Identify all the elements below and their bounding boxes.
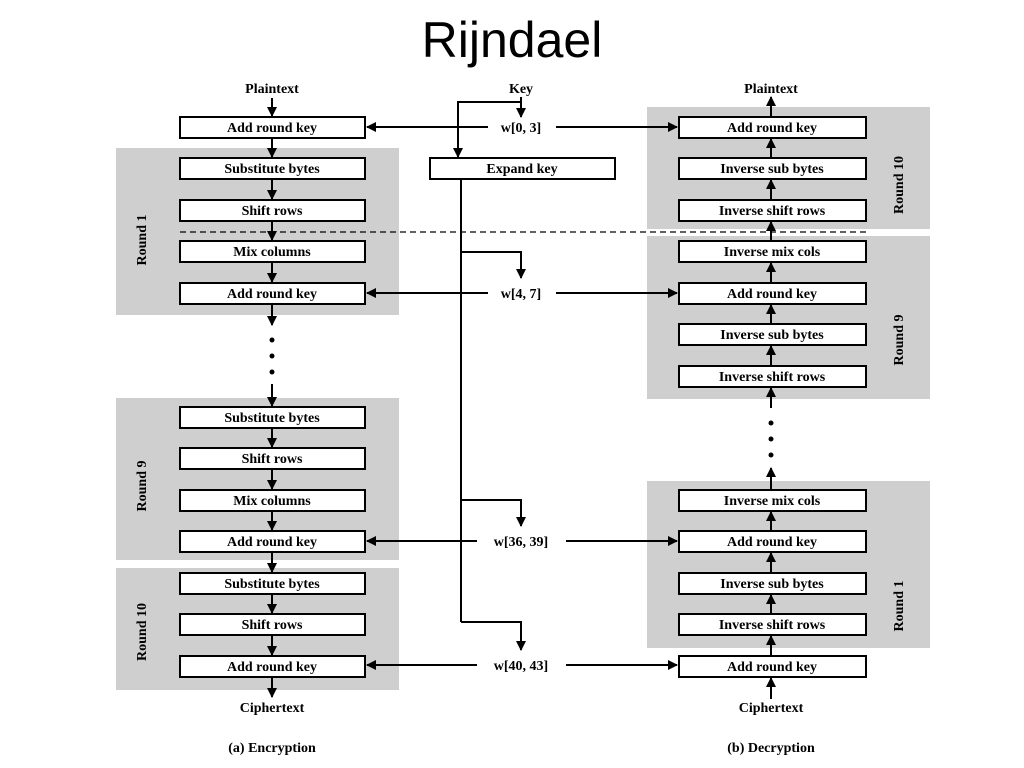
enc-r10-substitute-bytes: Substitute bytes xyxy=(224,577,320,592)
round-key-arrows xyxy=(366,122,678,670)
dec-r10-inverse-sub-bytes: Inverse sub bytes xyxy=(720,162,824,177)
dec-final-add-round-key: Add round key xyxy=(727,660,817,675)
enc-r9-substitute-bytes: Substitute bytes xyxy=(224,411,320,426)
dec-r9-add-round-key: Add round key xyxy=(727,287,817,302)
enc-r9-mix-columns: Mix columns xyxy=(233,494,311,509)
enc-r1-add-round-key: Add round key xyxy=(227,287,317,302)
page-title: Rijndael xyxy=(421,12,603,68)
enc-r10-shift-rows: Shift rows xyxy=(242,618,303,633)
dec-r9-inverse-shift-rows: Inverse shift rows xyxy=(719,370,826,385)
dec-round-9-label: Round 9 xyxy=(892,315,907,366)
key-word-40-43: w[40, 43] xyxy=(494,659,548,674)
enc-r1-shift-rows: Shift rows xyxy=(242,204,303,219)
enc-r1-substitute-bytes: Substitute bytes xyxy=(224,162,320,177)
dec-r10-add-round-key: Add round key xyxy=(727,121,817,136)
plaintext-label-left: Plaintext xyxy=(245,82,299,97)
enc-r9-shift-rows: Shift rows xyxy=(242,452,303,467)
dec-r1-add-round-key: Add round key xyxy=(727,535,817,550)
ciphertext-label-left: Ciphertext xyxy=(240,701,305,716)
dec-r9-inverse-mix-cols: Inverse mix cols xyxy=(724,245,821,260)
enc-r1-mix-columns: Mix columns xyxy=(233,245,311,260)
enc-round-1-label: Round 1 xyxy=(135,215,150,266)
dec-round-1-label: Round 1 xyxy=(892,581,907,632)
key-word-36-39: w[36, 39] xyxy=(494,535,548,550)
dec-r10-inverse-shift-rows: Inverse shift rows xyxy=(719,204,826,219)
dec-r1-inverse-mix-cols: Inverse mix cols xyxy=(724,494,821,509)
encryption-ellipsis xyxy=(269,337,275,375)
dec-r1-inverse-shift-rows: Inverse shift rows xyxy=(719,618,826,633)
key-label: Key xyxy=(509,82,533,97)
enc-r10-add-round-key: Add round key xyxy=(227,660,317,675)
expand-key-box: Expand key xyxy=(486,162,557,177)
key-expansion-lines xyxy=(453,97,526,651)
enc-round-9-label: Round 9 xyxy=(135,461,150,512)
enc-r9-add-round-key: Add round key xyxy=(227,535,317,550)
key-word-4-7: w[4, 7] xyxy=(501,287,541,302)
caption-encryption: (a) Encryption xyxy=(228,741,316,756)
ciphertext-label-right: Ciphertext xyxy=(739,701,804,716)
key-word-0-3: w[0, 3] xyxy=(501,121,541,136)
caption-decryption: (b) Decryption xyxy=(727,741,815,756)
enc-initial-add-round-key: Add round key xyxy=(227,121,317,136)
enc-round-10-label: Round 10 xyxy=(135,603,150,661)
plaintext-label-right: Plaintext xyxy=(744,82,798,97)
decryption-ellipsis xyxy=(768,420,774,458)
dec-r9-inverse-sub-bytes: Inverse sub bytes xyxy=(720,328,824,343)
dec-r1-inverse-sub-bytes: Inverse sub bytes xyxy=(720,577,824,592)
dec-round-10-label: Round 10 xyxy=(892,156,907,214)
